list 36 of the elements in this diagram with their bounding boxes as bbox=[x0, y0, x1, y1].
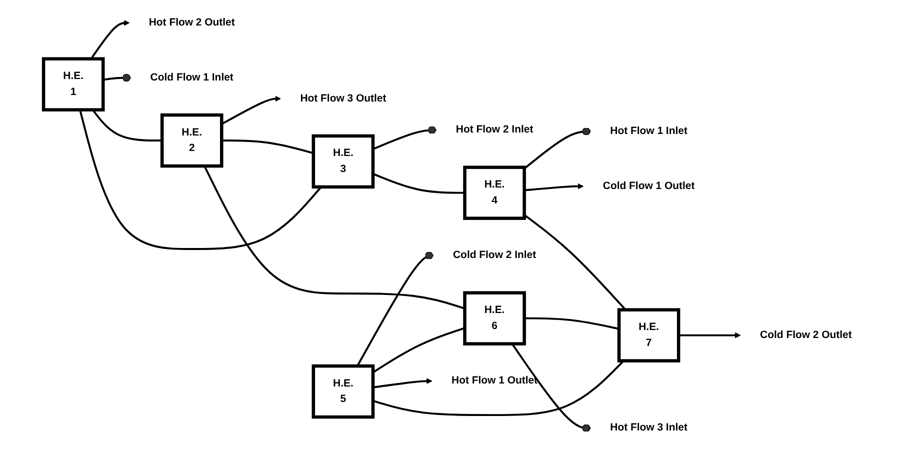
node-box: H.E. 6 bbox=[463, 291, 526, 346]
arrow bbox=[524, 183, 584, 192]
node-text: Hot Flow 2 Outlet bbox=[148, 16, 235, 28]
arrow bbox=[90, 20, 130, 60]
node-box: H.E. 4 bbox=[463, 166, 526, 220]
connector bbox=[524, 127, 591, 170]
node-text: Hot Flow 3 Inlet bbox=[610, 422, 688, 434]
connector bbox=[524, 214, 626, 310]
node-box: H.E. 1 bbox=[42, 57, 105, 112]
node-text: Cold Flow 1 Outlet bbox=[602, 180, 695, 192]
node-text: Hot Flow 1 Inlet bbox=[610, 125, 688, 137]
node-box: H.E. 2 bbox=[160, 113, 224, 168]
connector bbox=[222, 140, 314, 154]
connector bbox=[372, 327, 466, 374]
connector bbox=[372, 172, 465, 194]
connector bbox=[92, 109, 162, 142]
node-text: Hot Flow 2 Inlet bbox=[456, 124, 534, 136]
node-text: Cold Flow 2 Inlet bbox=[453, 250, 536, 261]
connector bbox=[372, 126, 436, 150]
node-box: H.E. 3 bbox=[312, 134, 375, 189]
connector bbox=[372, 360, 624, 416]
connector bbox=[102, 74, 131, 82]
connector bbox=[79, 110, 322, 250]
node-text: Cold Flow 1 Inlet bbox=[150, 72, 234, 84]
arrow bbox=[678, 332, 741, 338]
connector bbox=[524, 317, 620, 330]
connector bbox=[511, 343, 591, 432]
node-box: H.E. 7 bbox=[617, 308, 680, 362]
connector bbox=[204, 166, 466, 310]
connector bbox=[356, 252, 434, 366]
node-text: Cold Flow 2 Outlet bbox=[760, 329, 852, 341]
node-box: H.E. 5 bbox=[312, 364, 375, 419]
arrow bbox=[372, 378, 432, 388]
node-text: Hot Flow 1 Outlet bbox=[452, 375, 538, 386]
arrow bbox=[221, 96, 281, 125]
node-text: Hot Flow 3 Outlet bbox=[300, 92, 386, 104]
